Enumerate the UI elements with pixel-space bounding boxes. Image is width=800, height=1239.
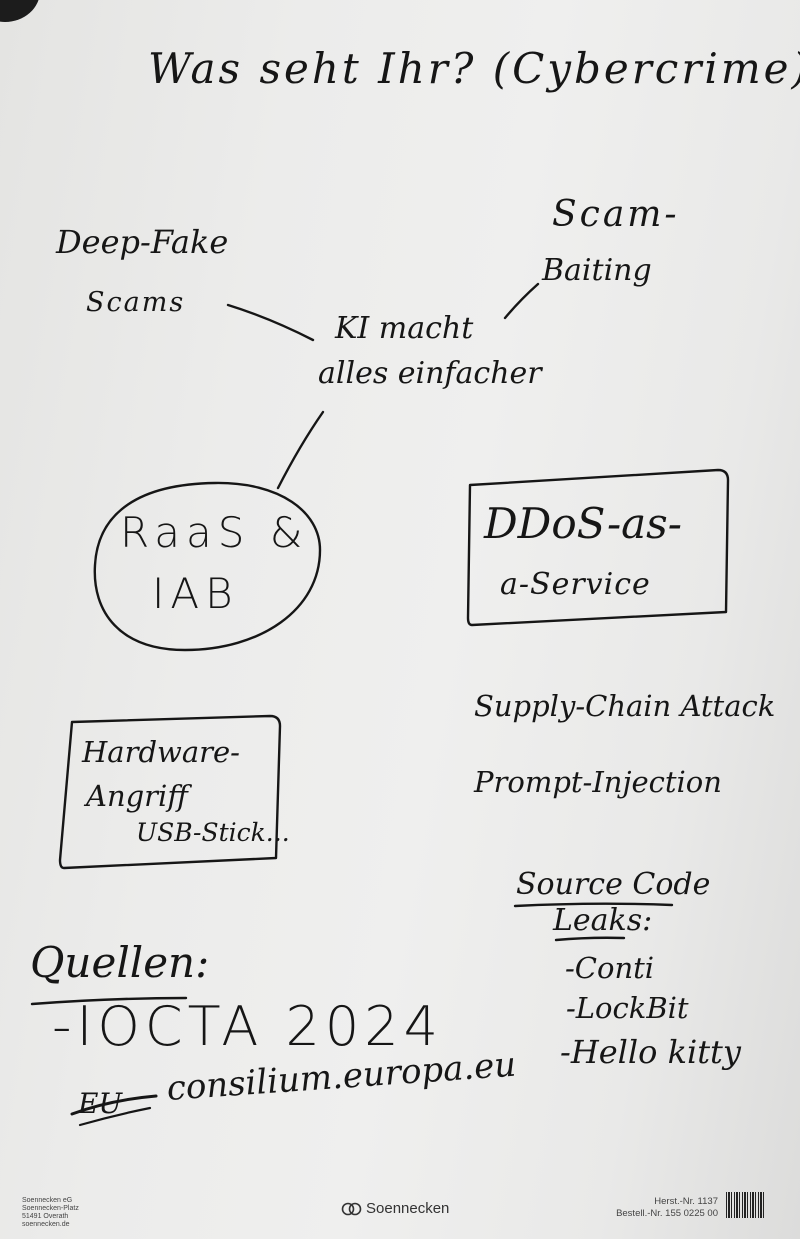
connector-raas — [276, 410, 325, 490]
source-code-item-3: -Hello kitty — [560, 1033, 741, 1071]
footer-herst: Herst.-Nr. 1137 — [654, 1196, 718, 1207]
scambaiting-label-2: Baiting — [542, 253, 652, 288]
sheet-title: Was seht Ihr? (Cybercrime) — [148, 44, 800, 93]
footer-company-line: 51491 Overath — [22, 1213, 69, 1220]
hardware-label-1: Hardware- — [82, 735, 240, 769]
footer-numbers: Herst.-Nr. 1137 Bestell.-Nr. 155 0225 00 — [616, 1196, 718, 1220]
hardware-label-3: USB-Stick... — [136, 818, 290, 847]
ddos-label-2: a-Service — [500, 567, 651, 602]
footer-company-line: Soennecken-Platz — [22, 1205, 79, 1212]
quellen-underline — [30, 996, 188, 1006]
hardware-label-2: Angriff — [86, 779, 188, 813]
center-node-2: alles einfacher — [318, 356, 542, 391]
deepfake-label-1: Deep-Fake — [56, 223, 229, 261]
source-code-heading-2: Leaks: — [553, 903, 653, 938]
center-node-1: KI macht — [335, 311, 474, 346]
leaks-underline — [554, 936, 626, 942]
footer-company-line: soennecken.de — [22, 1221, 70, 1228]
source-code-heading-1: Source Code — [516, 867, 711, 902]
eu-strike-2 — [78, 1106, 152, 1127]
prompt-injection-label: Prompt-Injection — [474, 765, 722, 799]
source-code-item-1: -Conti — [565, 951, 655, 985]
sources-struck-text: EU — [78, 1087, 123, 1120]
ddos-box — [466, 468, 730, 627]
scambaiting-label-1: Scam- — [552, 194, 680, 235]
barcode-icon — [726, 1192, 764, 1218]
sources-item-1: -IOCTA 2024 — [52, 995, 443, 1058]
footer-company: Soennecken eG Soennecken-Platz 51491 Ove… — [22, 1197, 79, 1229]
footer-brand-name: Soennecken — [366, 1200, 450, 1217]
raas-label-2: IAB — [152, 569, 239, 618]
connector-deepfake — [226, 303, 315, 342]
raas-ellipse — [93, 481, 322, 652]
sources-heading: Quellen: — [30, 938, 210, 987]
connector-scambaiting — [503, 282, 540, 320]
supply-chain-label: Supply-Chain Attack — [474, 689, 776, 723]
ddos-label-1: DDoS-as- — [484, 499, 682, 548]
footer-company-line: Soennecken eG — [22, 1197, 73, 1204]
source-code-underline — [513, 902, 674, 908]
eu-strike — [70, 1094, 158, 1116]
soennecken-logo-icon — [341, 1202, 362, 1215]
raas-label-1: RaaS & — [120, 508, 309, 557]
footer-bestell: Bestell.-Nr. 155 0225 00 — [616, 1208, 718, 1219]
deepfake-label-2: Scams — [86, 287, 186, 318]
hardware-box — [58, 714, 282, 870]
footer-brand: Soennecken — [341, 1200, 449, 1217]
source-code-item-2: -LockBit — [566, 991, 689, 1025]
